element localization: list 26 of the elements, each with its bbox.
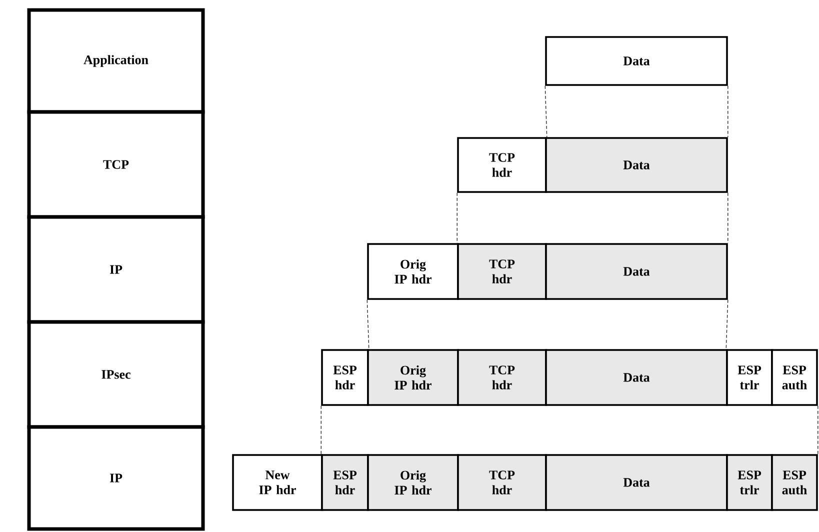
packet-field-box: ESP hdr: [321, 454, 369, 511]
packet-field-box: ESP trlr: [726, 454, 773, 511]
dashed-line: [366, 300, 370, 350]
packet-field-box: TCP hdr: [457, 349, 547, 406]
packet-field-box: ESP auth: [771, 454, 818, 511]
packet-field-box: TCP hdr: [457, 137, 547, 193]
dashed-line: [544, 86, 548, 138]
protocol-layer-box: IP: [27, 215, 205, 324]
packet-field-box: Data: [545, 36, 728, 86]
protocol-layer-box: Application: [27, 8, 205, 114]
packet-field-box: ESP trlr: [726, 349, 773, 406]
packet-field-box: TCP hdr: [457, 454, 547, 511]
packet-field-box: Orig IP hdr: [367, 243, 459, 300]
protocol-layer-box: TCP: [27, 110, 205, 219]
packet-field-box: ESP auth: [771, 349, 818, 406]
packet-field-box: Orig IP hdr: [367, 454, 459, 511]
packet-field-box: Orig IP hdr: [367, 349, 459, 406]
protocol-layer-box: IP: [27, 425, 205, 531]
packet-field-box: New IP hdr: [232, 454, 323, 511]
protocol-layer-box: IPsec: [27, 320, 205, 429]
packet-field-box: Data: [545, 137, 728, 193]
packet-field-box: TCP hdr: [457, 243, 547, 300]
dashed-line: [456, 192, 458, 244]
dashed-line: [320, 406, 322, 454]
dashed-line: [726, 300, 728, 350]
packet-field-box: ESP hdr: [321, 349, 369, 406]
